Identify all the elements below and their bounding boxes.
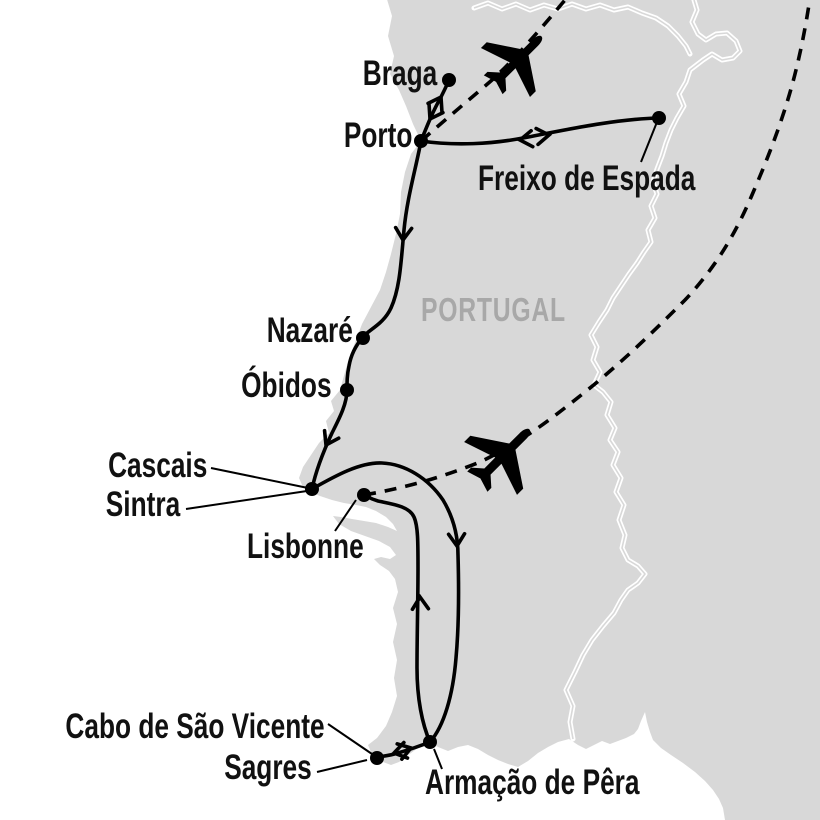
arrow-south-to-nazare — [393, 225, 414, 244]
leader-sagres — [316, 759, 368, 773]
region-label-portugal: PORTUGAL — [421, 291, 566, 328]
arrow-to-porto-from-freixo — [516, 128, 535, 149]
route-porto-cascais — [310, 139, 423, 491]
arrow-to-armacao-from-sagres — [395, 742, 415, 761]
city-dot-porto — [414, 134, 428, 148]
label-lisbonne: Lisbonne — [247, 527, 364, 566]
city-dot-obidos — [340, 383, 354, 397]
arrow-south-to-cascais — [322, 428, 341, 448]
label-braga: Braga — [362, 54, 437, 93]
city-dot-cascais-sintra — [305, 482, 319, 496]
arrow-to-freixo — [534, 126, 553, 147]
plane-icon — [480, 35, 543, 98]
label-armacao: Armação de Pêra — [425, 763, 640, 802]
route-armacao-lisbonne — [362, 493, 432, 744]
city-dot-freixo — [652, 111, 666, 125]
label-obidos: Óbidos — [241, 366, 332, 405]
arrow-to-porto-from-braga — [427, 102, 445, 122]
city-dots — [305, 73, 666, 765]
leader-cabo — [327, 723, 373, 755]
leader-cascais — [210, 467, 309, 489]
arrow-north-to-lisbonne — [410, 593, 431, 612]
city-dot-sagres — [370, 751, 384, 765]
arrow-to-braga — [426, 94, 444, 114]
flight-path-porto — [419, 0, 567, 143]
city-dot-nazare — [356, 331, 370, 345]
lagoon-detail — [489, 757, 524, 771]
city-dot-lisbonne — [357, 488, 371, 502]
city-dot-braga — [442, 73, 456, 87]
leader-lisbonne — [334, 499, 357, 532]
label-cabo: Cabo de São Vicente — [65, 707, 325, 746]
label-sagres: Sagres — [224, 748, 312, 787]
label-porto: Porto — [343, 116, 412, 155]
route-cascais-armacao — [310, 461, 461, 744]
border-river — [563, 0, 743, 742]
leader-armacao — [433, 748, 443, 770]
route-arrows — [322, 94, 553, 761]
leader-sintra — [185, 490, 308, 510]
leader-freixo — [640, 121, 658, 163]
label-nazare: Nazaré — [266, 311, 353, 350]
city-dot-armacao — [423, 735, 437, 749]
plane-icon — [464, 428, 531, 495]
leader-lines — [185, 121, 658, 773]
douro-river — [471, 0, 693, 57]
label-cascais: Cascais — [107, 446, 207, 485]
label-sintra: Sintra — [105, 485, 180, 524]
arrow-south-to-armacao — [446, 531, 467, 550]
label-freixo: Freixo de Espada — [478, 159, 696, 198]
